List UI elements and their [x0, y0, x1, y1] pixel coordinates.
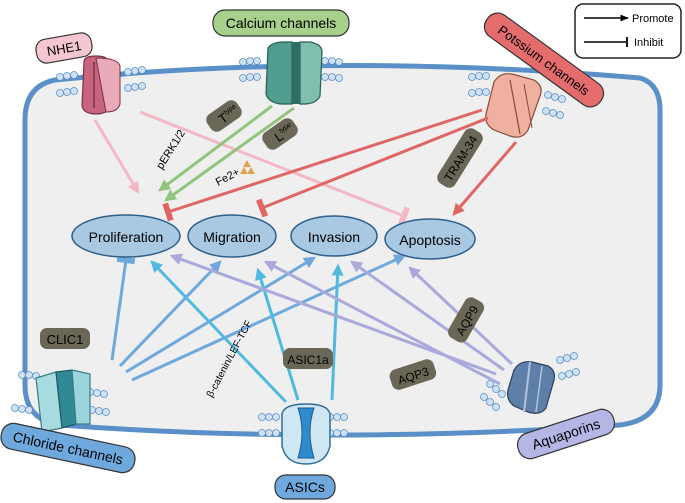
asic1a-label: ASIC1a [287, 353, 329, 367]
legend: Promote Inhibit [574, 3, 682, 59]
arrow-asics-to-invasion [330, 263, 344, 401]
process-apoptosis: Apoptosis [384, 218, 476, 260]
arrow-chloride-to-apoptosis [131, 254, 407, 382]
label-apoptosis: Apoptosis [399, 232, 460, 248]
lipid-bilayer-potassium [468, 72, 566, 119]
arrow-nhe1-to-proliferation [93, 119, 140, 195]
arrow-potassium-to-apoptosis [452, 141, 518, 216]
inhibit-potassium-to-migration [255, 116, 489, 218]
arrow-chloride-to-migration [118, 260, 222, 368]
clic1-label: CLIC1 [47, 332, 84, 347]
tag-clic1: CLIC1 [40, 328, 90, 349]
process-invasion: Invasion [290, 215, 378, 257]
calcium-label: Calcium channels [226, 15, 337, 31]
potassium-channel-icon [485, 73, 542, 138]
arrow-aquaporin-to-migration [263, 260, 501, 386]
calcium-channel-icon [265, 41, 323, 105]
lipid-bilayer-nhe1 [56, 66, 146, 97]
chloride-channel-icon [35, 369, 91, 433]
asics-channel-icon [281, 403, 331, 465]
tag-asic1a: ASIC1a [283, 348, 333, 369]
aquaporin-channel-icon [507, 361, 555, 414]
process-proliferation: Proliferation [71, 214, 181, 258]
inhibit-potassium-to-proliferation [162, 108, 483, 222]
arrow-aquaporin-to-invasion [350, 260, 505, 372]
process-migration: Migration [187, 214, 277, 258]
asics-label: ASICs [285, 479, 325, 495]
lipid-bilayer-aquaporins [480, 352, 580, 411]
inhibit-chloride-to-proliferation [110, 255, 136, 361]
lipid-bilayer-calcium [239, 57, 343, 82]
label-box-asics: ASICs [274, 474, 336, 500]
fe2-particle-icon [240, 160, 255, 174]
tag-aqp9: AQP9 [448, 297, 485, 343]
label-migration: Migration [203, 229, 261, 245]
nhe1-channel-icon [81, 55, 121, 115]
arrow-calcium-t-to-proliferation [158, 104, 273, 192]
inhibit-nhe1-to-apoptosis [139, 110, 411, 226]
tag-aqp3: AQP3 [389, 359, 437, 390]
legend-inhibit-label: Inhibit [634, 37, 663, 49]
tag-t-type: Ttype [206, 100, 242, 132]
nhe1-label: NHE1 [46, 38, 83, 59]
label-box-calcium: Calcium channels [212, 9, 350, 37]
arrow-calcium-l-to-proliferation [164, 106, 295, 202]
label-box-nhe1: NHE1 [35, 32, 93, 64]
label-proliferation: Proliferation [89, 229, 164, 245]
tag-l-type: Ltype [262, 118, 298, 150]
lipid-bilayer-asics [258, 413, 348, 437]
legend-promote-label: Promote [632, 13, 674, 25]
arrow-chloride-to-invasion [125, 256, 317, 374]
arrow-asics-to-migration [255, 267, 300, 401]
arrow-asics-to-proliferation [150, 260, 288, 404]
label-invasion: Invasion [308, 229, 360, 245]
